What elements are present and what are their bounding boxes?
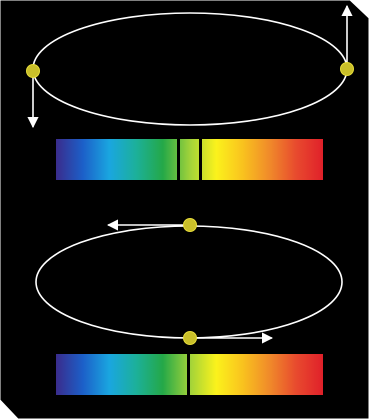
- top-spectrum: [56, 139, 323, 180]
- bottom-spectrum: [56, 354, 323, 395]
- top-spectrum-band: [56, 139, 323, 180]
- bottom-top-star-body: [183, 218, 197, 232]
- top-left-star-body: [26, 64, 40, 78]
- top-spectrum-absorption-line-blueshift: [177, 139, 180, 180]
- top-right-star-body: [340, 62, 354, 76]
- top-binary-orbit-diagram: [26, 4, 354, 129]
- bottom-bottom-star-body: [183, 331, 197, 345]
- bottom-binary-orbit-diagram: [35, 218, 343, 345]
- bottom-spectrum-absorption-line: [187, 354, 190, 395]
- top-spectrum-absorption-line-redshift: [199, 139, 202, 180]
